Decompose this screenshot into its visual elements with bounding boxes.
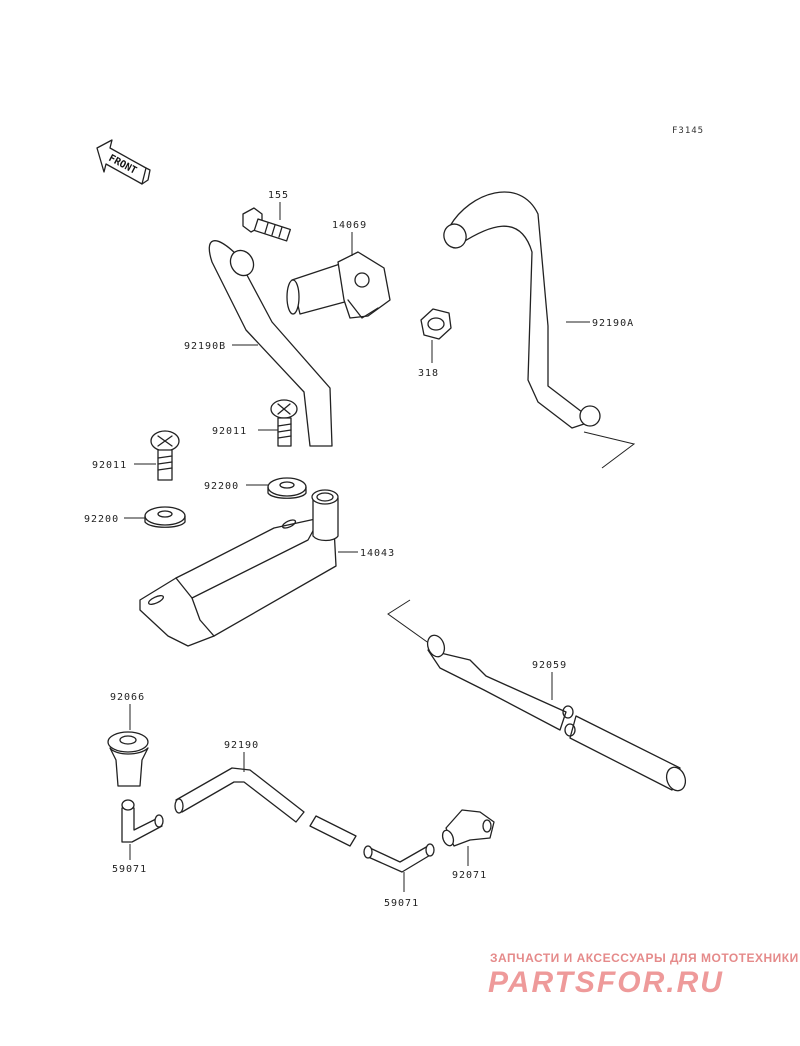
label-14043: 14043	[360, 548, 395, 559]
plate-14043-icon	[139, 489, 339, 647]
label-92011-left: 92011	[92, 460, 127, 471]
label-155: 155	[268, 190, 289, 201]
connector-92071-icon	[441, 809, 495, 847]
label-92200-left: 92200	[84, 514, 119, 525]
watermark-logo: PARTSFOR.RU	[488, 966, 724, 999]
label-92059: 92059	[532, 660, 567, 671]
pipe-92059-icon	[426, 634, 687, 792]
washer-92200-left-icon	[144, 506, 186, 528]
label-92011-upper: 92011	[212, 426, 247, 437]
hose-92190A-icon	[443, 191, 601, 429]
fitting-14069-icon	[286, 251, 391, 319]
label-92200-upper: 92200	[204, 481, 239, 492]
label-92066: 92066	[110, 692, 145, 703]
label-59071-right: 59071	[384, 898, 419, 909]
watermark-tagline: ЗАПЧАСТИ И АКСЕССУАРЫ ДЛЯ МОТОТЕХНИКИ	[490, 951, 799, 965]
hose-92190B-icon	[208, 240, 333, 447]
tube-92190-icon	[174, 767, 357, 847]
hose-break-line-upper	[583, 431, 636, 469]
label-92190: 92190	[224, 740, 259, 751]
screw-92011-upper-icon	[270, 399, 298, 447]
elbow-59071-right-icon	[363, 843, 435, 873]
label-318: 318	[418, 368, 439, 379]
nut-318-icon	[420, 308, 452, 340]
bolt-155-icon	[242, 207, 291, 242]
washer-92200-upper-icon	[267, 477, 307, 499]
label-92071: 92071	[452, 870, 487, 881]
front-arrow-icon: FRONT	[96, 139, 151, 185]
pipe-break-line-lower	[387, 599, 431, 645]
grommet-92066-icon	[107, 731, 149, 787]
diagram-code: F3145	[672, 126, 704, 136]
label-14069: 14069	[332, 220, 367, 231]
label-92190B: 92190B	[184, 341, 226, 352]
label-92190A: 92190A	[592, 318, 634, 329]
elbow-59071-left-icon	[121, 799, 164, 843]
label-59071-left: 59071	[112, 864, 147, 875]
screw-92011-left-icon	[150, 430, 180, 481]
